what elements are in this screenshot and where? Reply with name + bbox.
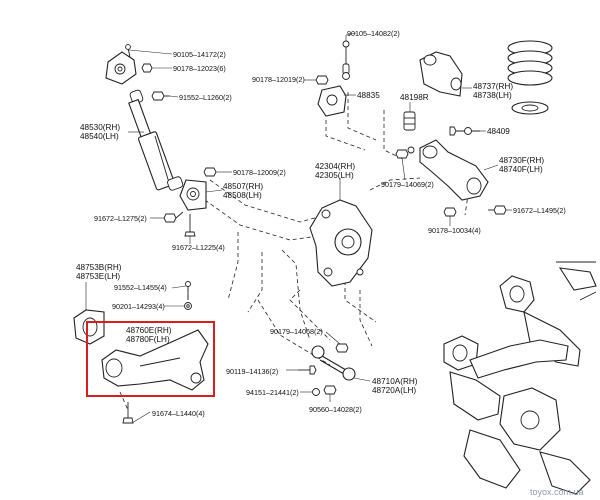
- label-48198r: 48198R: [400, 93, 429, 102]
- leader-lines: [85, 32, 512, 424]
- toe-bolt-48409: [449, 126, 480, 136]
- label-90560-14028: 90560–14028(2): [309, 405, 362, 414]
- bolt-90119-14136: [298, 365, 317, 375]
- label-48738: 48738(LH): [473, 91, 512, 100]
- shock-absorber: [128, 89, 184, 191]
- label-48508: 48508(LH): [223, 191, 262, 200]
- bolt-91672-l1275: [163, 211, 184, 223]
- bump-stop-bracket: [179, 179, 207, 211]
- label-90201-14293: 90201–14293(4): [112, 302, 165, 311]
- trailing-arm-48760e: [101, 329, 209, 391]
- lateral-link-48710a: [311, 345, 356, 381]
- label-48753e: 48753E(LH): [76, 272, 120, 281]
- label-90105-14082: 90105–14082(2): [347, 29, 400, 38]
- nut-90178-12009: [203, 167, 217, 177]
- nut-90178-10034: [443, 207, 457, 217]
- label-94151-21441: 94151–21441(2): [246, 388, 299, 397]
- trailing-arm-bushing: [73, 309, 105, 345]
- bolt-91552-l1455: [185, 281, 191, 300]
- coil-spring: [507, 40, 553, 86]
- bolt-91674-l1440: [122, 402, 134, 424]
- label-48540: 48540(LH): [80, 132, 119, 141]
- highlight-box: [86, 321, 215, 397]
- spring-seat: [511, 101, 549, 115]
- nut-90179-14068: [335, 343, 349, 353]
- label-48730f: 48730F(RH): [499, 156, 544, 165]
- label-48753b: 48753B(RH): [76, 263, 122, 272]
- assembly-overview: [443, 261, 597, 495]
- label-90119-14136: 90119–14136(2): [226, 367, 278, 376]
- bolt-91552-l1260: [151, 91, 170, 101]
- assembly-dashed-lines: [119, 92, 469, 411]
- bolt-91672-l1495: [488, 205, 507, 215]
- label-91674-l1440: 91674–L1440(4): [152, 409, 205, 418]
- label-90178-10034: 90178–10034(4): [428, 226, 481, 235]
- label-48835: 48835: [357, 91, 380, 100]
- label-91672-l1495: 91672–L1495(2): [513, 206, 566, 215]
- rear-knuckle: [309, 199, 373, 287]
- label-48710a: 48710A(RH): [372, 377, 418, 386]
- label-48507: 48507(RH): [223, 182, 263, 191]
- stabilizer-bushing-48835: [317, 85, 347, 117]
- label-90179-14068: 90179–14068(2): [270, 327, 323, 336]
- label-90178-12009: 90178–12009(2): [233, 168, 286, 177]
- label-48780f: 48780F(LH): [126, 335, 170, 344]
- label-48737: 48737(RH): [473, 82, 513, 91]
- label-48720a: 48720A(LH): [372, 386, 416, 395]
- upper-control-arm: [419, 51, 463, 97]
- label-42305: 42305(LH): [315, 171, 354, 180]
- label-91672-l1225: 91672–L1225(4): [172, 243, 225, 252]
- label-42304: 42304(RH): [315, 162, 355, 171]
- stabilizer-link: [342, 40, 350, 80]
- label-48530: 48530(RH): [80, 123, 120, 132]
- label-91552-l1455: 91552–L1455(4): [114, 283, 167, 292]
- bolt-91672-l1225: [184, 214, 196, 237]
- label-91672-l1275: 91672–L1275(2): [94, 214, 147, 223]
- spring-insulator-48198r: [403, 111, 416, 131]
- nut-90178-12019: [315, 75, 329, 85]
- shock-mount-bracket: [105, 44, 137, 85]
- label-90105-14172: 90105–14172(2): [173, 50, 226, 59]
- bolt-90178-12023: [141, 63, 153, 73]
- label-90179-14069: 90179–14069(2): [381, 180, 434, 189]
- label-48760e: 48760E(RH): [126, 326, 172, 335]
- washer-94151-21441: [312, 388, 320, 396]
- label-90178-12019: 90178–12019(2): [252, 75, 305, 84]
- label-91552-l1260: 91552–L1260(2): [179, 93, 232, 102]
- label-90178-12023: 90178–12023(6): [173, 64, 226, 73]
- washer-90201-14293: [184, 302, 192, 310]
- label-48409: 48409: [487, 127, 510, 136]
- part-number-labels: 90105–14172(2) 90178–12023(6) 91552–L126…: [76, 29, 584, 497]
- watermark: toyox.com.ua: [530, 487, 584, 497]
- nut-90179-14069: [395, 146, 415, 159]
- lower-arm-48730f: [419, 139, 489, 201]
- nut-90560-14028: [323, 385, 337, 395]
- label-48740f: 48740F(LH): [499, 165, 543, 174]
